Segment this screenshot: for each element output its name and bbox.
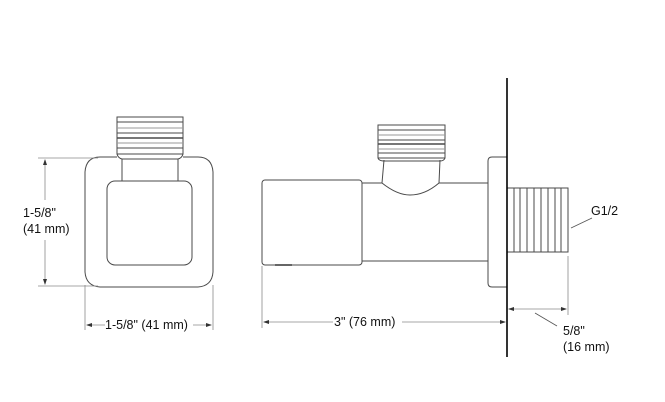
- threaded-outlet: [506, 187, 569, 253]
- front-inner-body: [106, 180, 193, 266]
- side-flange: [487, 156, 507, 288]
- front-width-label: 1-5/8" (41 mm): [105, 318, 188, 332]
- side-nut: [377, 124, 446, 162]
- side-handle: [261, 179, 363, 266]
- outlet-length-label-in: 5/8": [563, 324, 585, 338]
- front-nut: [116, 116, 184, 160]
- outlet-length-label-mm: (16 mm): [563, 340, 610, 354]
- side-body: [362, 182, 488, 262]
- front-height-label-mm: (41 mm): [23, 222, 70, 236]
- thread-spec-label: G1/2: [591, 204, 619, 218]
- side-view: [261, 124, 569, 288]
- front-outer-body: [84, 156, 214, 288]
- front-view: [84, 116, 214, 288]
- front-dimensions: [38, 157, 214, 330]
- front-height-label-in: 1-5/8": [23, 206, 56, 220]
- side-length-label: 3" (76 mm): [334, 315, 396, 329]
- side-dimensions: [261, 217, 593, 328]
